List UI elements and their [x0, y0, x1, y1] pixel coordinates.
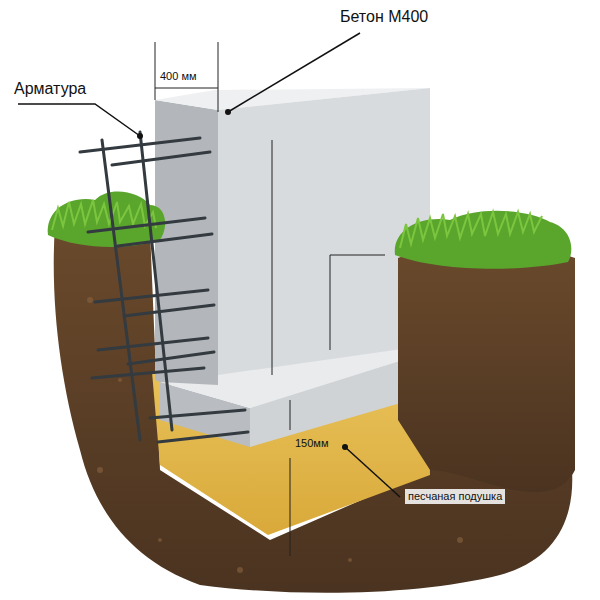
- part-label: Арматура: [14, 80, 86, 98]
- material-label: Бетон М400: [340, 8, 428, 26]
- dimension-lines: [155, 42, 385, 556]
- dimension-label: 150мм: [295, 437, 328, 450]
- leader-dots: [137, 109, 348, 450]
- rebar-cage: [80, 132, 248, 442]
- part-label: песчаная подушка: [405, 489, 505, 504]
- grass-blades: [400, 212, 542, 248]
- leader-lines: [18, 33, 400, 497]
- soil-mound: [398, 244, 575, 492]
- dimension-label: 400 мм: [160, 70, 197, 83]
- grass: [395, 211, 572, 269]
